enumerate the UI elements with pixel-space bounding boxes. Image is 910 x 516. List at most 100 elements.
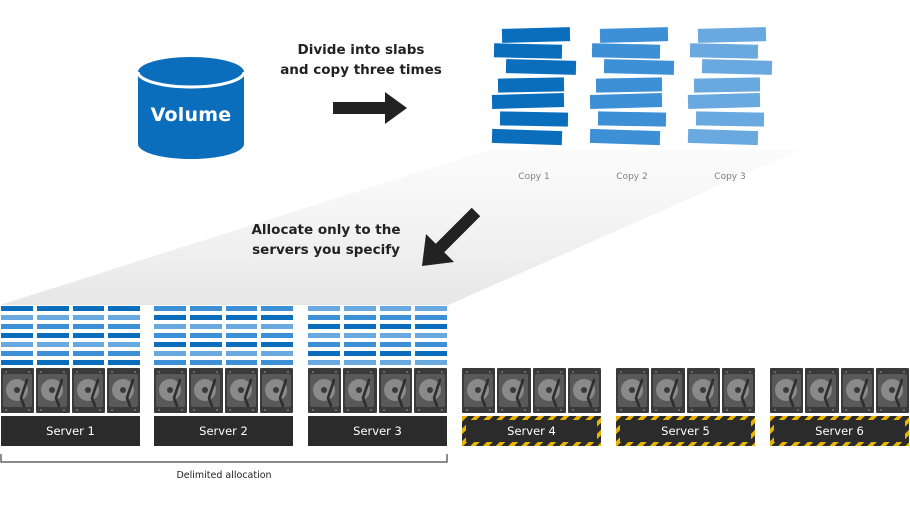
slab	[379, 360, 412, 366]
slab	[72, 360, 105, 366]
hard-drive-icon	[224, 368, 258, 413]
slab	[108, 333, 140, 339]
hard-drive-icon	[567, 368, 601, 413]
slab	[1, 333, 33, 339]
slab	[1, 315, 33, 321]
slab	[225, 333, 258, 339]
server-label-bar: Server 6	[770, 416, 909, 446]
volume-label: Volume	[150, 104, 232, 126]
slab	[108, 324, 140, 330]
slab	[225, 351, 258, 357]
slab	[308, 342, 340, 348]
slab	[308, 351, 340, 357]
slab	[72, 306, 105, 312]
slab	[72, 324, 105, 330]
slab	[189, 360, 222, 366]
delimited-allocation-label: Delimited allocation	[176, 470, 272, 481]
slab	[1, 342, 33, 348]
slab	[595, 77, 663, 93]
copy-3-label: Copy 3	[714, 172, 746, 182]
slab	[415, 342, 447, 348]
slab	[308, 315, 340, 321]
slab	[154, 360, 186, 366]
server-label-bar: Server 1	[1, 416, 140, 446]
slab	[343, 360, 376, 366]
slab	[697, 27, 767, 43]
slab	[225, 342, 258, 348]
server-label: Server 5	[661, 424, 710, 438]
hard-drive-icon	[805, 368, 839, 413]
slab	[505, 59, 577, 75]
server-label: Server 4	[507, 424, 556, 438]
slab	[415, 306, 447, 312]
hard-drive-icon	[343, 368, 377, 413]
slab	[36, 315, 69, 321]
slab	[154, 342, 186, 348]
server-3: Server 3	[308, 306, 447, 446]
server-label-bar: Server 4	[462, 416, 601, 446]
slab	[415, 333, 447, 339]
slab-copies	[491, 27, 773, 146]
copy-2-label: Copy 2	[616, 172, 648, 182]
server-drives	[308, 368, 447, 413]
slab	[36, 360, 69, 366]
slab	[343, 315, 376, 321]
server-slab-grid	[308, 306, 447, 366]
hard-drive-icon	[308, 368, 342, 413]
slab	[589, 93, 663, 109]
slab	[36, 333, 69, 339]
hard-drive-icon	[770, 368, 804, 413]
slab	[189, 315, 222, 321]
slab	[343, 342, 376, 348]
copy-1-label: Copy 1	[518, 172, 550, 182]
slab	[379, 315, 412, 321]
slab	[225, 306, 258, 312]
hard-drive-icon	[1, 368, 35, 413]
slab	[491, 128, 563, 146]
hard-drive-icon	[378, 368, 412, 413]
slab	[36, 324, 69, 330]
slab	[1, 351, 33, 357]
server-label: Server 6	[815, 424, 864, 438]
slab	[499, 111, 569, 127]
slab	[108, 342, 140, 348]
slab	[379, 306, 412, 312]
server-label: Server 2	[199, 424, 248, 438]
slab	[415, 324, 447, 330]
server-1: Server 1	[1, 306, 140, 446]
slab	[501, 27, 571, 43]
hard-drive-icon	[721, 368, 755, 413]
slab	[108, 360, 140, 366]
slab	[493, 43, 563, 59]
slab	[225, 360, 258, 366]
step-divide-caption: Divide into slabs and copy three times	[280, 42, 442, 78]
hard-drive-icon	[36, 368, 70, 413]
server-slab-grid	[154, 306, 293, 366]
slab	[689, 43, 759, 59]
slab	[225, 324, 258, 330]
slab	[603, 59, 675, 75]
server-slab-grid	[1, 306, 140, 366]
slab	[308, 333, 340, 339]
slab	[261, 342, 293, 348]
hard-drive-icon	[106, 368, 140, 413]
slab	[189, 342, 222, 348]
slab	[189, 306, 222, 312]
slab	[1, 306, 33, 312]
slab	[599, 27, 669, 43]
server-label-bar: Server 2	[154, 416, 293, 446]
slab	[308, 324, 340, 330]
slab	[379, 333, 412, 339]
right-arrow-icon	[333, 92, 407, 124]
server-drives	[616, 368, 755, 413]
slab	[261, 351, 293, 357]
slab	[415, 315, 447, 321]
slab	[225, 315, 258, 321]
server-2: Server 2	[154, 306, 293, 446]
slab	[591, 43, 661, 59]
server-drives	[770, 368, 909, 413]
server-drives	[1, 368, 140, 413]
down-left-arrow-icon	[422, 207, 481, 266]
slab	[687, 93, 761, 109]
